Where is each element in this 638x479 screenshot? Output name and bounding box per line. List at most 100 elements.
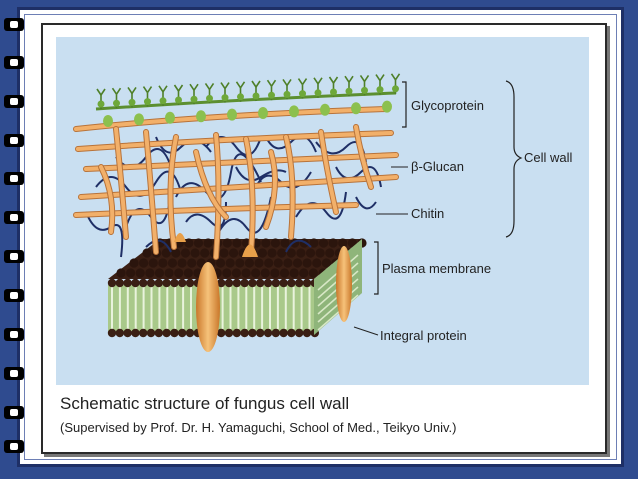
lipid-head — [154, 268, 165, 278]
lipid-head — [267, 248, 277, 258]
lipid-head — [271, 328, 280, 338]
glycoprotein-bead — [175, 96, 182, 104]
glycoprotein-label: Glycoprotein — [411, 98, 484, 113]
glycoprotein-bead — [227, 108, 237, 121]
glycoprotein-bead — [252, 92, 260, 100]
glycoprotein-branch — [348, 75, 354, 83]
binding-ring — [4, 211, 24, 224]
lipid-head — [139, 278, 148, 288]
lipid-head — [224, 278, 234, 288]
chitin-fiber — [84, 153, 398, 171]
lipid-head — [158, 258, 168, 268]
lipid-head — [217, 278, 226, 288]
membrane-bracket — [374, 241, 379, 295]
lipid-head — [232, 278, 241, 288]
lipid-head — [296, 248, 306, 258]
lipid-head — [286, 248, 296, 258]
glycoprotein-branch — [208, 82, 215, 90]
annotations: Glycoprotein β-Glucan Chitin Cell wall P… — [353, 80, 573, 343]
lipid-head — [115, 328, 124, 338]
lipid-tail — [317, 294, 359, 331]
glycoprotein-bead — [382, 100, 392, 113]
figure-caption: Schematic structure of fungus cell wall — [60, 394, 350, 413]
glycoprotein-branch — [255, 80, 261, 88]
glycoprotein-bead — [258, 107, 268, 119]
lipid-head — [115, 278, 124, 288]
lipid-head — [162, 328, 171, 338]
glycoprotein-bead — [392, 85, 399, 93]
lipid-head — [273, 258, 283, 268]
glycoprotein-branch — [115, 87, 122, 95]
lipid-head — [131, 278, 140, 288]
lipid-head — [145, 268, 155, 278]
glycoprotein-branch — [204, 82, 211, 90]
glycoprotein-branch — [344, 75, 350, 83]
glycoprotein-branch — [158, 85, 164, 93]
glycoprotein-branch — [313, 77, 319, 85]
glycoprotein-branch — [301, 78, 308, 86]
glycoprotein-bead — [159, 97, 167, 105]
lipid-head — [161, 248, 171, 258]
integral-proteins — [174, 233, 352, 352]
membrane-top-surface — [108, 239, 362, 279]
glycoprotein-branch — [235, 81, 242, 89]
binding-ring — [4, 172, 24, 185]
lipid-head — [178, 278, 187, 288]
glycoprotein-bead — [314, 89, 322, 97]
lipid-head — [270, 238, 281, 248]
chitin-fibers — [73, 106, 399, 260]
lipid-head — [190, 248, 200, 258]
lipid-head — [241, 268, 251, 278]
lipid-head — [162, 278, 171, 288]
lipid-head — [318, 238, 329, 248]
lipid-head — [257, 248, 268, 258]
glycoprotein-branch — [142, 86, 149, 94]
glycoprotein-branch — [359, 74, 366, 82]
lipid-head — [146, 278, 156, 288]
lipid-head — [283, 258, 293, 268]
lipid-head — [235, 258, 245, 268]
slide-border — [24, 14, 617, 460]
glycoprotein-branch — [146, 86, 153, 94]
lipid-head — [148, 258, 158, 268]
chitin-fiber — [168, 135, 178, 249]
chitin-fiber — [284, 135, 295, 239]
lipid-head — [232, 328, 241, 338]
chitin-fiber — [354, 125, 373, 189]
glycoprotein-branch — [189, 83, 195, 91]
lipid-head — [277, 248, 287, 258]
binding-ring — [4, 367, 24, 380]
integral-protein — [196, 262, 220, 352]
glycoprotein-branch — [390, 73, 397, 81]
lipid-head — [183, 268, 193, 278]
lipid-head — [254, 258, 264, 268]
integral-protein-label: Integral protein — [380, 328, 467, 343]
lipid-head — [308, 268, 318, 278]
glycoprotein-bead — [289, 105, 299, 118]
lipid-head — [232, 238, 242, 248]
glycoprotein-bead — [97, 100, 105, 108]
lipid-head — [187, 258, 197, 268]
lipid-head — [135, 268, 145, 278]
lipid-head — [142, 248, 152, 258]
lipid-head — [287, 278, 296, 288]
glucan-strand — [175, 153, 262, 200]
lipid-head — [302, 328, 312, 338]
chitin-fiber — [76, 131, 393, 151]
chitin-fiber — [144, 130, 158, 254]
cell-wall-brace — [505, 80, 523, 238]
lipid-head — [312, 258, 322, 268]
glycoprotein-branch — [363, 74, 370, 82]
lipid-head — [231, 268, 242, 278]
lipid-head — [107, 328, 117, 338]
lipid-head — [139, 328, 148, 338]
glycoprotein-bead — [320, 103, 330, 116]
lipid-head — [170, 278, 179, 288]
glycoprotein-bead — [283, 90, 291, 98]
lipid-head — [107, 278, 117, 288]
lipid-head — [123, 278, 132, 288]
lipid-head — [279, 268, 290, 278]
lipid-head — [222, 268, 232, 278]
glycoprotein-bead — [351, 102, 361, 115]
lipid-head — [279, 328, 288, 338]
